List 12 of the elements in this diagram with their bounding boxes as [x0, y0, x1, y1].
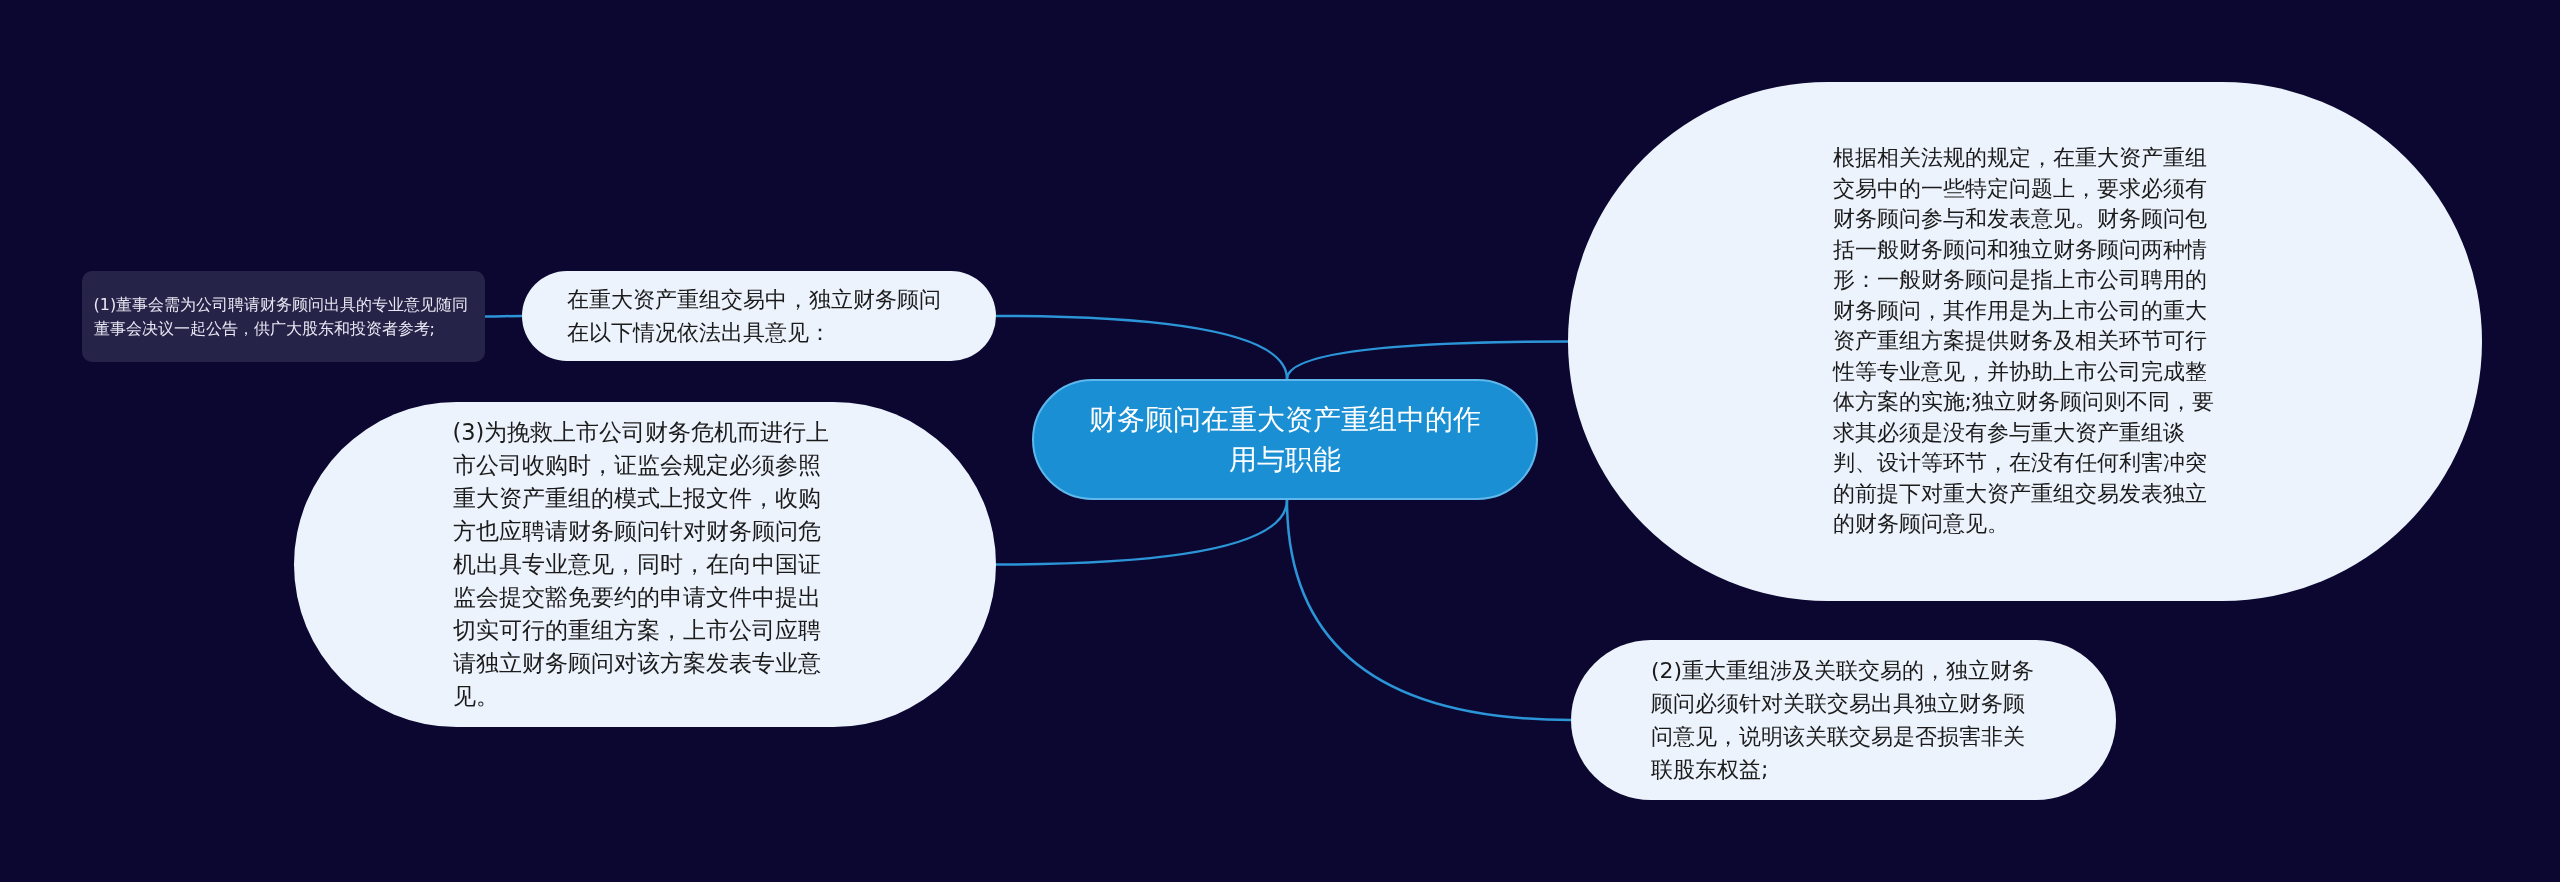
- topic-text: 在重大资产重组交易中，独立财务顾问在以下情况依法出具意见：: [566, 286, 942, 347]
- topic-text: 根据相关法规的规定，在重大资产重组交易中的一些特定问题上，要求必须有财务顾问参与和发表意见。财务顾问包括一般财务顾问和独立财务顾问两种情形：一般财务顾问是指上市公司聘用的财务顾问，其作用是为上市公司的重大资产重组方案提供财务及相关环节可行性等专业意见，并协助上市公司完成整体方案的实施;独立财务顾问则不同，要求其必须是没有参与重大资产重组谈判、设计等环节，在没有任何利害冲突的前提下对重大资产重组交易发表独立的财务顾问意见。: [1832, 144, 2215, 539]
- topic-title: 财务顾问在重大资产重组中的作用与职能: [1088, 401, 1482, 478]
- connector-line: [996, 499, 1289, 566]
- connector-line: [485, 314, 522, 318]
- topic-text: (2)重大重组涉及关联交易的，独立财务顾问必须针对关联交易出具独立财务顾问意见，说明该关联交易是否损害非关联股东权益;: [1651, 657, 2036, 784]
- connector-line: [996, 314, 1289, 380]
- topic-text: (3)为挽救上市公司财务危机而进行上市公司收购时，证监会规定必须参照重大资产重组的模式上报文件，收购方也应聘请财务顾问针对财务顾问危机出具专业意见，同时，在向中国证监会提交豁免要约的申请文件中提出切实可行的重组方案，上市公司应聘请独立财务顾问对该方案发表专业意见。: [452, 418, 831, 711]
- connector-line: [1285, 499, 1572, 722]
- connector-line: [1285, 340, 1568, 380]
- note-text: (1)董事会需为公司聘请财务顾问出具的专业意见随同董事会决议一起公告，供广大股东和投资者参考;: [93, 293, 470, 340]
- note-card: [82, 271, 485, 362]
